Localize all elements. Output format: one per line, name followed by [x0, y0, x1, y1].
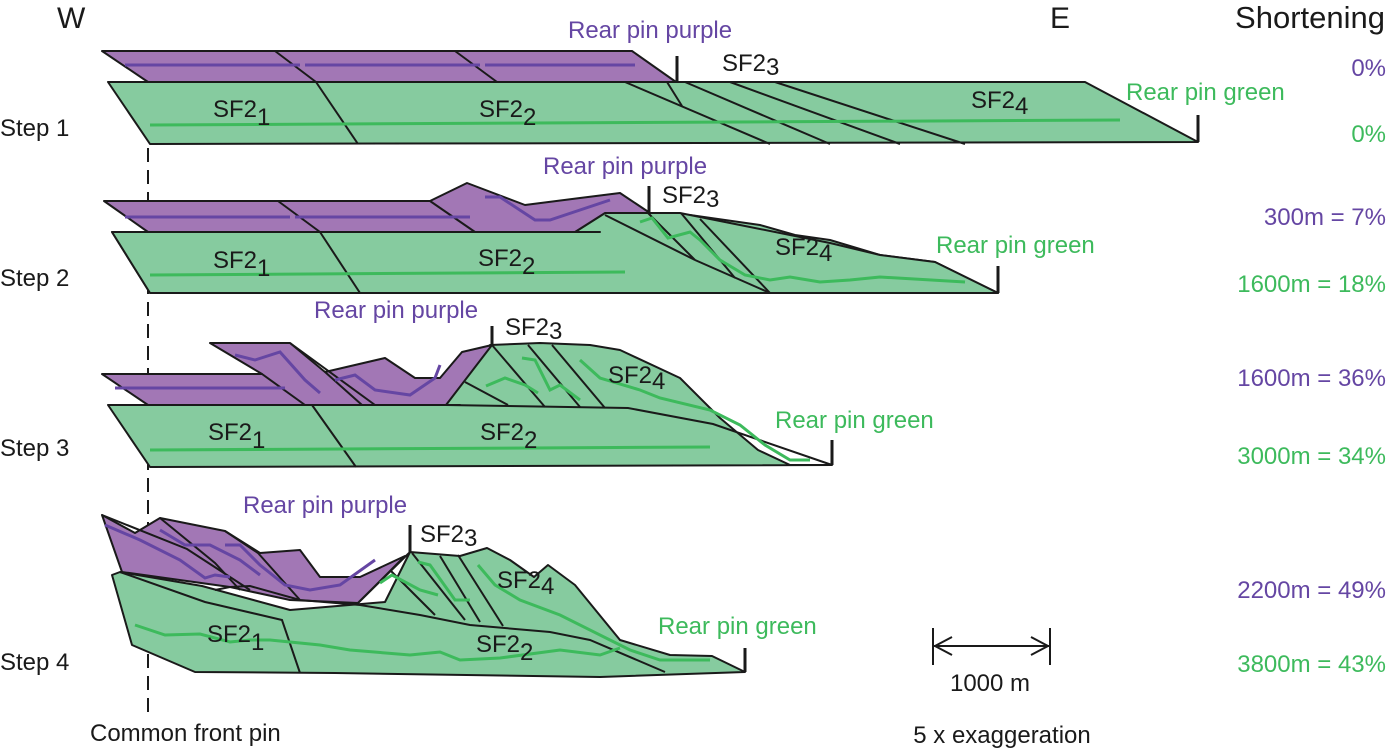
step4-green-horizon — [134, 623, 621, 662]
shortening-header: Shortening — [1235, 0, 1385, 35]
step1-green-unit — [107, 81, 1199, 145]
step2-fault — [694, 259, 771, 294]
step3-unit-label: SF21 — [208, 419, 265, 454]
step3-purple-unit — [101, 342, 493, 406]
scale-bar — [932, 628, 1051, 665]
step2-unit-label: SF24 — [775, 234, 832, 267]
step4-purple-horizon — [104, 523, 231, 580]
step2-green-horizon — [149, 270, 626, 277]
step-4-label: Step 4 — [0, 649, 69, 676]
step3-fault — [527, 344, 581, 408]
step1-fault — [774, 81, 966, 145]
step3-unit-label: SF24 — [608, 362, 665, 395]
exaggeration-label: 5 x exaggeration — [913, 722, 1090, 749]
step4-fault — [457, 554, 504, 627]
step4-rear-pin-green-label: Rear pin green — [658, 613, 817, 640]
step3-fault-sf21 — [311, 404, 357, 468]
step2-fault-sf21 — [319, 231, 361, 294]
step3-fault — [491, 344, 546, 408]
step1-green-horizon — [149, 118, 1121, 127]
step1-fault — [684, 81, 831, 145]
step1-rear-pin-purple-label: Rear pin purple — [568, 17, 732, 44]
step4-green-horizon — [417, 560, 470, 602]
step4-purple-horizon — [159, 528, 261, 577]
step2-shortening-purple: 300m = 7% — [1264, 204, 1386, 231]
step2-unit-label: SF21 — [213, 247, 270, 282]
step1-unit-label: SF24 — [971, 87, 1028, 120]
step4-unit-label: SF21 — [207, 621, 264, 656]
step-1-label: Step 1 — [0, 115, 69, 142]
step3-rear-pin-green-label: Rear pin green — [775, 407, 934, 434]
step2-purple-unit — [103, 182, 651, 233]
step4-unit-label: SF22 — [476, 631, 533, 666]
step1-fault-sf21 — [315, 81, 359, 145]
step1-unit-label: SF22 — [479, 96, 536, 131]
step1-fault — [666, 81, 683, 107]
step2-shortening-green: 1600m = 18% — [1237, 271, 1386, 298]
step3-fault — [464, 381, 509, 406]
scale-bar-left-arrow-icon — [932, 636, 953, 656]
step3-purple-fault — [324, 371, 363, 406]
step4-green-unit — [111, 547, 746, 678]
step4-unit-label: SF23 — [420, 521, 477, 552]
step4-rear-pin-purple-label: Rear pin purple — [243, 492, 407, 519]
step3-green-horizon — [521, 356, 581, 402]
step2-fault — [604, 214, 696, 261]
step4-fault — [439, 555, 481, 623]
step4-fault-sf21 — [119, 571, 301, 674]
step-2-section — [103, 182, 1000, 294]
step2-purple-horizon — [485, 195, 611, 222]
step3-green-horizon — [485, 376, 539, 395]
step1-unit-label: SF23 — [722, 50, 779, 81]
step4-fault — [357, 551, 411, 604]
step4-shortening-purple: 2200m = 49% — [1237, 577, 1386, 604]
step3-shortening-green: 3000m = 34% — [1237, 443, 1386, 470]
step2-rear-pin-purple-label: Rear pin purple — [543, 153, 707, 180]
step1-fault — [624, 81, 771, 145]
step4-purple-fault — [159, 517, 241, 591]
step3-unit-label: SF23 — [505, 314, 562, 345]
step-4-section — [101, 514, 747, 678]
scale-bar-right-arrow-icon — [1030, 636, 1051, 656]
step3-purple-fault — [289, 342, 376, 406]
step-3-section — [101, 326, 834, 468]
step1-fault — [729, 81, 901, 145]
step1-rear-pin-green-label: Rear pin green — [1126, 79, 1285, 106]
step3-unit-label: SF22 — [480, 419, 537, 454]
step2-green-horizon — [639, 216, 966, 284]
step2-rear-pin-green-label: Rear pin green — [936, 232, 1095, 259]
step-3-label: Step 3 — [0, 435, 69, 462]
step4-unit-label: SF24 — [497, 567, 554, 600]
step2-fault — [680, 212, 736, 279]
step3-green-horizon — [578, 358, 810, 462]
step-1-section — [101, 50, 1200, 145]
step3-purple-horizon — [334, 364, 442, 397]
step1-shortening-purple: 0% — [1351, 55, 1386, 82]
step4-shortening-green: 3800m = 43% — [1237, 651, 1386, 678]
common-front-pin-label: Common front pin — [90, 720, 281, 747]
step4-purple-horizon — [225, 543, 376, 592]
step4-green-horizon — [379, 573, 439, 597]
step3-decollement — [445, 404, 833, 466]
step-2-label: Step 2 — [0, 265, 69, 292]
step1-shortening-green: 0% — [1351, 121, 1386, 148]
step2-unit-label: SF22 — [478, 245, 535, 280]
step2-fault — [699, 218, 771, 294]
step1-unit-label: SF21 — [213, 96, 270, 131]
step4-green-horizon — [476, 564, 710, 662]
step2-unit-label: SF23 — [662, 182, 719, 213]
step3-green-horizon — [149, 445, 711, 452]
step3-rear-pin-purple-label: Rear pin purple — [314, 297, 478, 324]
step3-purple-horizon — [234, 350, 321, 395]
scale-bar-label: 1000 m — [950, 670, 1030, 697]
west-label: W — [57, 2, 86, 35]
east-label: E — [1050, 2, 1070, 35]
step4-decollement — [214, 584, 666, 673]
step3-shortening-purple: 1600m = 36% — [1237, 365, 1386, 392]
step3-fault — [551, 344, 606, 409]
